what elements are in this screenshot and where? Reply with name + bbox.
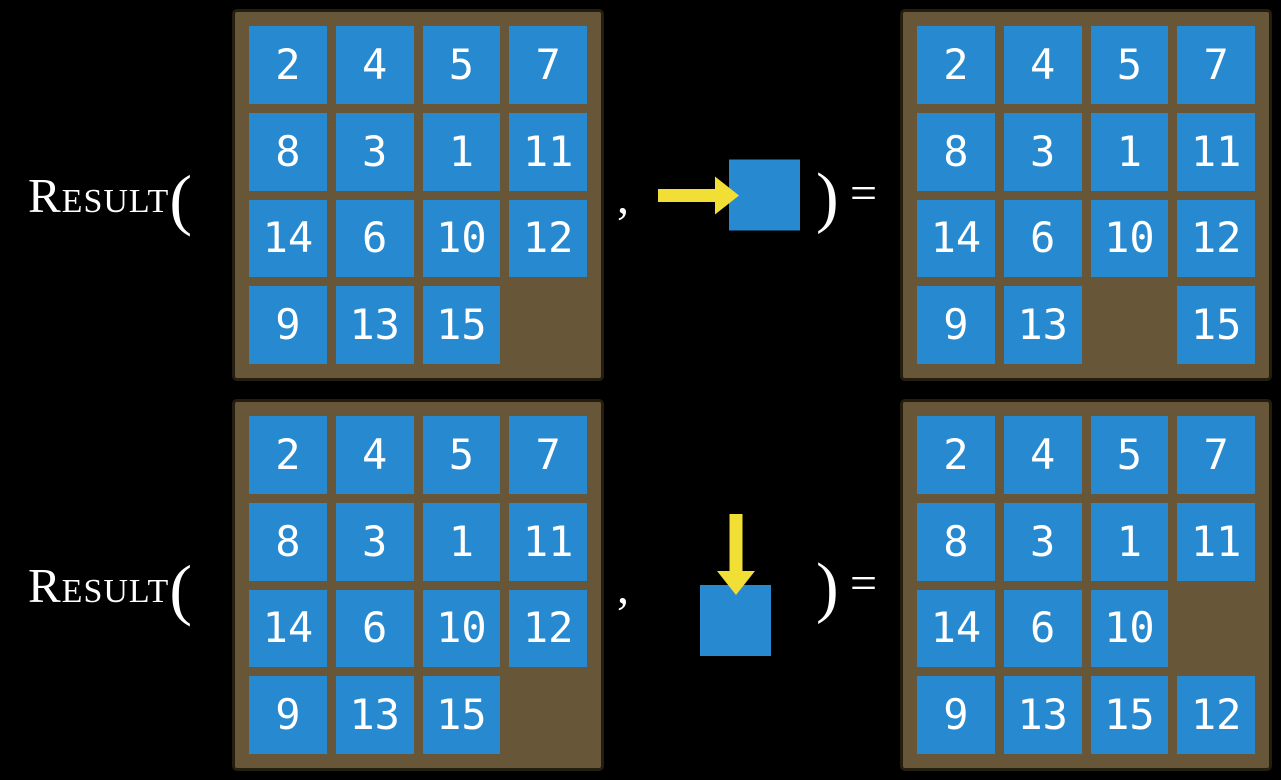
tile-9: 9 xyxy=(249,286,327,364)
tile-7: 7 xyxy=(1177,26,1255,104)
tile-6: 6 xyxy=(335,199,414,278)
tile-6: 6 xyxy=(335,589,414,668)
tile-9: 9 xyxy=(917,286,995,364)
tile-1: 1 xyxy=(422,112,501,191)
tile-3: 3 xyxy=(335,112,414,191)
tile-15: 15 xyxy=(422,676,501,754)
tile-10: 10 xyxy=(1090,589,1169,668)
tile-14: 14 xyxy=(249,199,327,278)
tile-5: 5 xyxy=(422,416,501,494)
tile-13: 13 xyxy=(335,286,414,364)
close-paren: ) xyxy=(816,548,839,625)
tile-3: 3 xyxy=(1003,502,1082,581)
empty-cell xyxy=(509,286,587,364)
tile-4: 4 xyxy=(335,26,414,104)
tile-8: 8 xyxy=(249,502,327,581)
empty-cell xyxy=(1177,590,1255,668)
tile-12: 12 xyxy=(509,199,587,278)
tile-1: 1 xyxy=(1090,502,1169,581)
tile-5: 5 xyxy=(1090,416,1169,494)
tile-13: 13 xyxy=(1003,286,1082,364)
tile-8: 8 xyxy=(249,112,327,191)
function-name: Result xyxy=(28,557,170,613)
result-function-label: Result( xyxy=(28,551,192,623)
tile-9: 9 xyxy=(917,676,995,754)
tile-14: 14 xyxy=(917,199,995,278)
tile-11: 11 xyxy=(1177,502,1255,581)
function-name: Result xyxy=(28,167,170,223)
tile-9: 9 xyxy=(249,676,327,754)
tile-11: 11 xyxy=(509,502,587,581)
tile-14: 14 xyxy=(249,589,327,668)
comma-separator: , xyxy=(617,170,629,224)
open-paren: ( xyxy=(169,161,192,237)
tile-4: 4 xyxy=(1003,26,1082,104)
tile-6: 6 xyxy=(1003,589,1082,668)
tile-10: 10 xyxy=(422,199,501,278)
blank-tile-square xyxy=(700,585,771,656)
tile-12: 12 xyxy=(1177,676,1255,754)
blank-tile-square xyxy=(729,159,800,231)
tile-8: 8 xyxy=(917,112,995,191)
move-down-action xyxy=(700,514,771,656)
right-arrow-icon xyxy=(658,176,739,214)
tile-4: 4 xyxy=(335,416,414,494)
empty-cell xyxy=(509,676,587,754)
action-argument-section: , ) = xyxy=(604,390,900,780)
tile-6: 6 xyxy=(1003,199,1082,278)
tile-12: 12 xyxy=(1177,199,1255,278)
tile-15: 15 xyxy=(422,286,501,364)
tile-11: 11 xyxy=(509,112,587,191)
tile-2: 2 xyxy=(917,26,995,104)
action-argument-section: , ) = xyxy=(604,0,900,390)
empty-cell xyxy=(1091,286,1169,364)
move-right-action xyxy=(658,159,800,231)
equals-sign: = xyxy=(850,167,878,221)
tile-2: 2 xyxy=(917,416,995,494)
tile-10: 10 xyxy=(422,589,501,668)
tile-15: 15 xyxy=(1177,286,1255,364)
tile-3: 3 xyxy=(1003,112,1082,191)
open-paren: ( xyxy=(169,551,192,627)
tile-1: 1 xyxy=(422,502,501,581)
tile-2: 2 xyxy=(249,26,327,104)
tile-7: 7 xyxy=(509,26,587,104)
tile-10: 10 xyxy=(1090,199,1169,278)
tile-8: 8 xyxy=(917,502,995,581)
equals-sign: = xyxy=(850,557,878,611)
tile-7: 7 xyxy=(509,416,587,494)
tile-4: 4 xyxy=(1003,416,1082,494)
tile-14: 14 xyxy=(917,589,995,668)
down-arrow-icon xyxy=(716,514,755,595)
tile-2: 2 xyxy=(249,416,327,494)
tile-1: 1 xyxy=(1090,112,1169,191)
tile-5: 5 xyxy=(422,26,501,104)
tile-3: 3 xyxy=(335,502,414,581)
tile-13: 13 xyxy=(335,676,414,754)
tile-13: 13 xyxy=(1003,676,1082,754)
close-paren: ) xyxy=(816,158,839,235)
tile-11: 11 xyxy=(1177,112,1255,191)
tile-15: 15 xyxy=(1090,676,1169,754)
result-function-label: Result( xyxy=(28,161,192,233)
tile-7: 7 xyxy=(1177,416,1255,494)
tile-5: 5 xyxy=(1090,26,1169,104)
comma-separator: , xyxy=(617,560,629,614)
tile-12: 12 xyxy=(509,589,587,668)
